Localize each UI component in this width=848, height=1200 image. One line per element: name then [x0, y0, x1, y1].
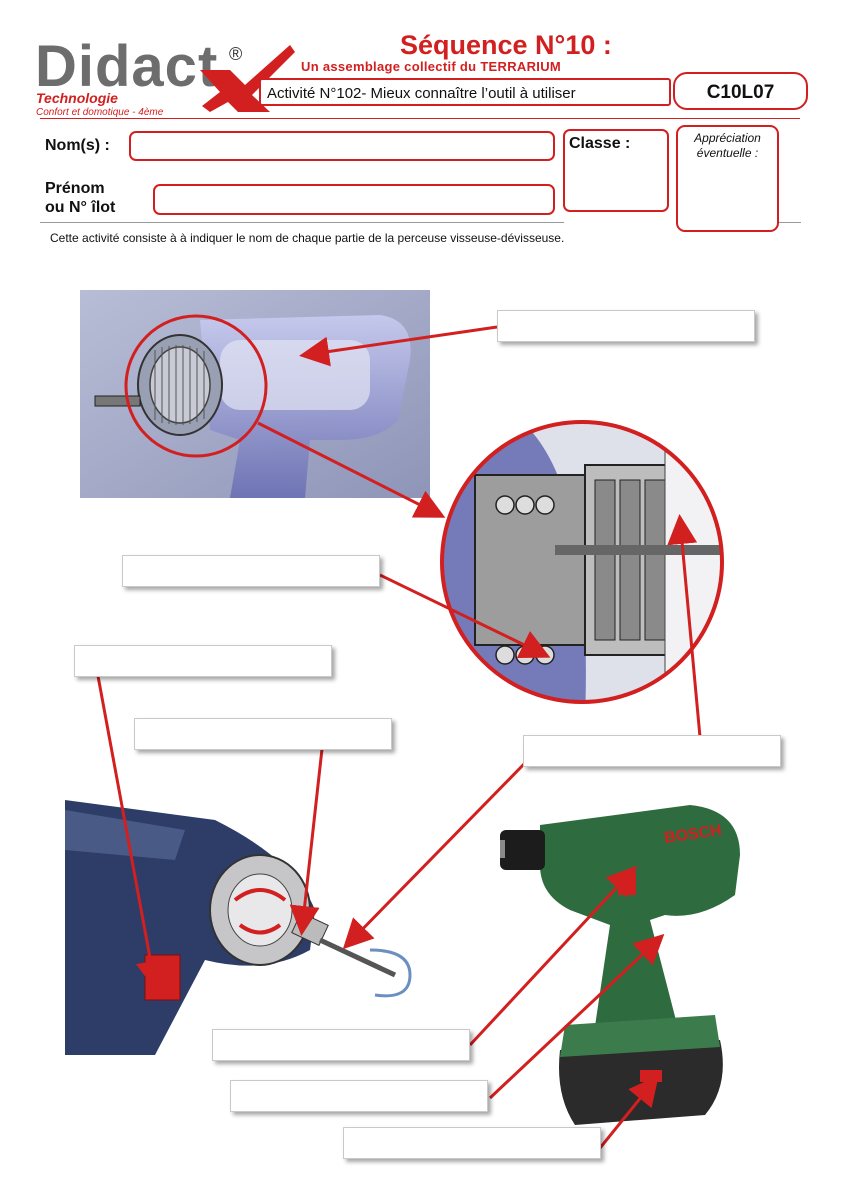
bosch-drill-image: BOSCH [500, 805, 740, 1125]
sequence-subtitle: Un assemblage collectif du TERRARIUM [301, 59, 562, 74]
answer-box-3[interactable] [74, 645, 332, 677]
answer-box-6[interactable] [212, 1029, 470, 1061]
instruction-text: Cette activité consiste à à indiquer le … [50, 231, 565, 245]
document-code: C10L07 [706, 82, 775, 103]
activity-title-box: Activité N°102- Mieux connaître l’outil … [259, 78, 671, 106]
logo-x-mark [200, 45, 295, 112]
header-divider [40, 118, 800, 119]
name-field[interactable] [129, 131, 555, 161]
firstname-field[interactable] [153, 184, 555, 215]
answer-box-1[interactable] [497, 310, 755, 342]
logo-registered-mark: ® [229, 44, 243, 64]
appreciation-box [676, 125, 779, 232]
drill-cutaway-image [80, 290, 430, 498]
logo-tagline: Confort et domotique - 4ème [36, 107, 164, 118]
name-label: Nom(s) : [45, 137, 110, 154]
answer-box-4[interactable] [134, 718, 392, 750]
answer-box-5[interactable] [523, 735, 781, 767]
logo-subtitle: Technologie [36, 90, 118, 106]
activity-title: Activité N°102- Mieux connaître l’outil … [267, 85, 576, 102]
group-label: ou N° îlot [45, 199, 116, 216]
appreciation-label: Appréciation [694, 131, 761, 145]
document-code-box: C10L07 [673, 72, 808, 110]
logo-didact: Didact [35, 34, 219, 99]
form-divider [40, 222, 564, 223]
firstname-label: Prénom [45, 180, 105, 197]
class-label: Classe : [569, 135, 631, 152]
answer-box-7[interactable] [230, 1080, 488, 1112]
answer-box-2[interactable] [122, 555, 380, 587]
sequence-title: Séquence N°10 : [400, 30, 612, 60]
form-divider-right [779, 222, 801, 223]
class-field[interactable] [563, 129, 669, 212]
answer-box-8[interactable] [343, 1127, 601, 1159]
appreciation-label-2: éventuelle : [696, 146, 759, 160]
